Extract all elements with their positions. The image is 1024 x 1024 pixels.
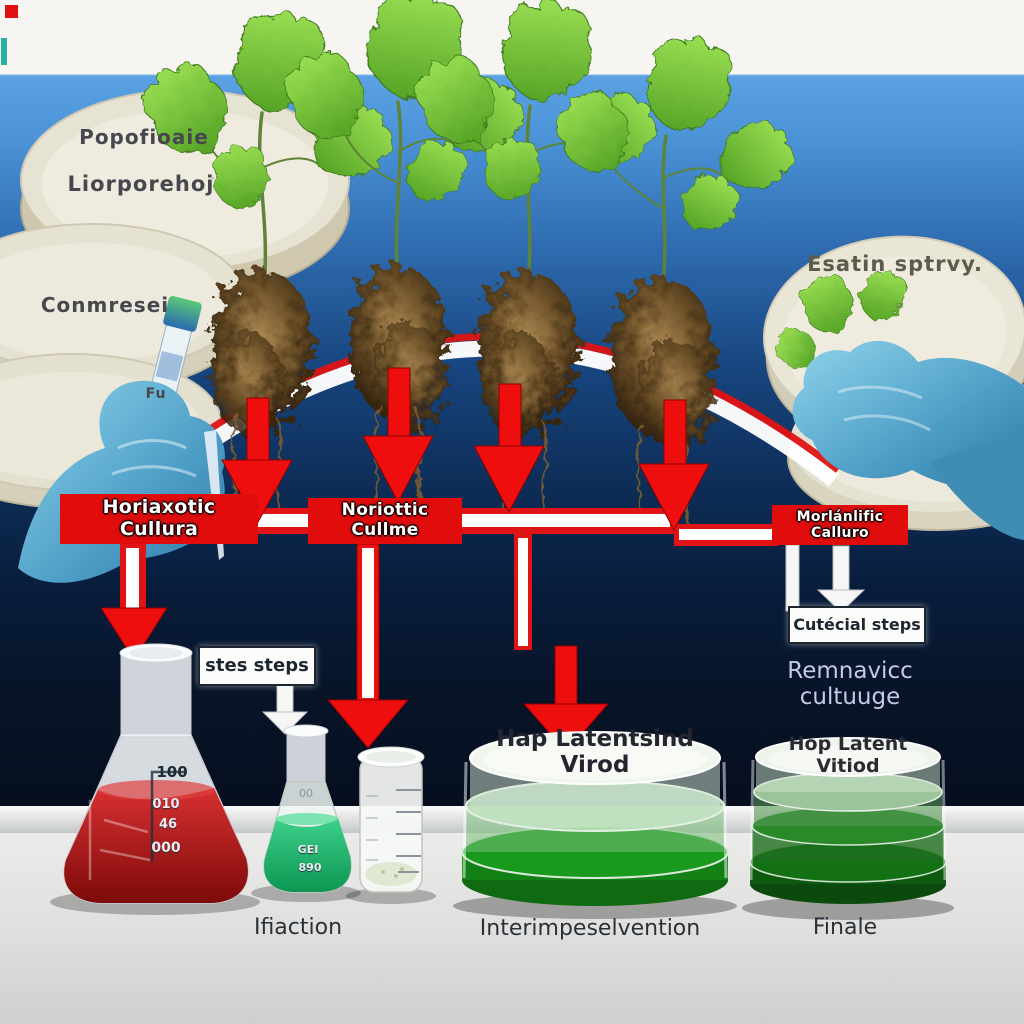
erlenmeyer-flask-red (63, 643, 249, 904)
green-flask-mark-3: 890 (298, 861, 322, 874)
flask-mark-3: 000 (151, 840, 181, 856)
dish3-label: Fu (145, 386, 167, 402)
petri-stack-top-left (0, 89, 350, 509)
graduated-cylinder (357, 746, 425, 893)
dish1-label-line1: Popofioaie (79, 125, 209, 149)
green-flask-mark-1: 00 (299, 787, 313, 800)
right-stack-label: Hop Latent Vitiod (788, 733, 908, 777)
dish1-label-line2: Liorporehoj (67, 172, 215, 196)
bottom-label-infection: Ifiaction (253, 915, 343, 940)
red-arrows (100, 367, 710, 753)
arrow-to-flask-icon (100, 607, 168, 661)
red-label-middle: Noriottic Cullme (308, 498, 462, 544)
red-label-left: Horiaxotic Cullura (60, 494, 258, 544)
corner-teal-mark (1, 38, 7, 65)
flask-mark-1: 010 (152, 797, 180, 812)
steps-box-left: stes steps (198, 646, 316, 686)
petri-stack-middle (461, 731, 729, 906)
steps-box-right: Cutécial steps (788, 606, 926, 644)
arrow-plant-4-icon (638, 399, 710, 532)
flask-graduation-100: 100 (156, 763, 188, 781)
bottom-label-finale: Finale (812, 915, 878, 940)
mid-stack-label: Hap Latentsind Virod (496, 726, 694, 779)
hop-plant-4 (541, 28, 806, 529)
arrow-steps-right-icon (816, 545, 866, 613)
arrow-to-cylinder-icon (326, 543, 410, 749)
bar-below-right-label-icon (785, 544, 800, 612)
right-note-text: Remnavicc cultuuge (787, 658, 913, 711)
arrow-plant-1-icon (221, 397, 293, 526)
arrow-to-dish-stack-icon (522, 645, 610, 753)
red-label-right: Morlánlific Calluro (772, 505, 908, 545)
erlenmeyer-flask-green (263, 724, 352, 893)
dish2-label: Conmresei (40, 293, 170, 317)
green-flask-mark-2: GEI (297, 843, 319, 856)
right-top-dish-label: Esatin sptrvy. (807, 252, 983, 276)
hop-plant-3 (401, 0, 670, 523)
white-arrows (261, 544, 866, 735)
gloved-hand-right (768, 264, 1024, 540)
flask-mark-2: 46 (158, 817, 178, 832)
arrow-plant-3-icon (473, 383, 545, 514)
petri-stack-right (749, 737, 947, 904)
bottom-label-interim: Interimpeselvention (479, 916, 701, 941)
corner-red-mark (5, 5, 18, 18)
arrow-plant-2-icon (362, 367, 434, 504)
